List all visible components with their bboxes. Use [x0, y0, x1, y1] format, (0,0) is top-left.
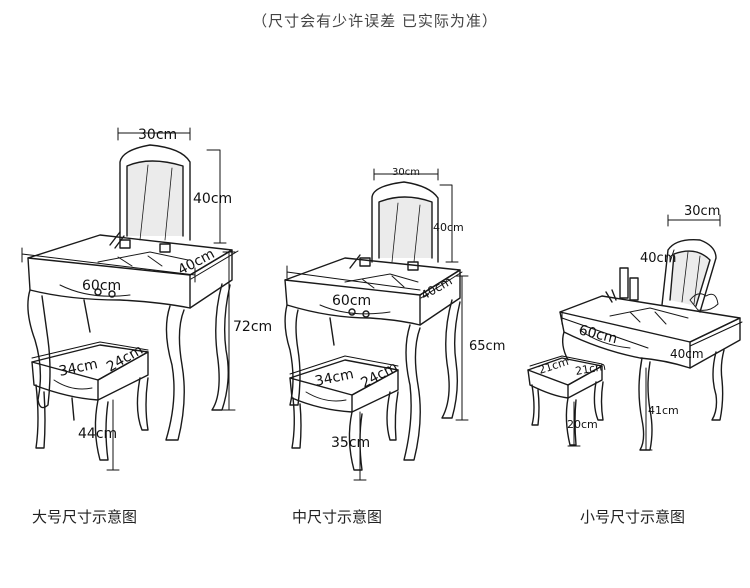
large-stool-width-label: 34cm	[58, 356, 100, 380]
small-table-width-label: 60cm	[577, 322, 619, 347]
medium-caption: 中尺寸示意图	[292, 508, 383, 526]
large-table-width-label: 60cm	[82, 278, 121, 294]
medium-mirror-width-label: 30cm	[392, 167, 420, 178]
large-mirror-height-label: 40cm	[193, 191, 232, 207]
medium-table-width-label: 60cm	[332, 293, 371, 309]
medium-mirror-height-label: 40cm	[433, 221, 464, 234]
medium-table-depth-label: 40cm	[419, 274, 455, 303]
small-table-depth-label: 40cm	[670, 347, 704, 361]
medium-vanity-drawing	[284, 181, 461, 471]
small-mirror-width-label: 30cm	[684, 204, 720, 219]
large-caption: 大号尺寸示意图	[32, 508, 138, 526]
small-table-height-label: 41cm	[648, 404, 679, 417]
medium-stool-height-label: 35cm	[331, 435, 370, 451]
small-stool-width-label: 21cm	[537, 355, 570, 377]
large-table-depth-label: 40cm	[175, 246, 217, 279]
tolerance-note: （尺寸会有少许误差 已实际为准）	[252, 12, 498, 30]
large-table-height-label: 72cm	[233, 319, 272, 335]
large-stool-height-label: 44cm	[78, 426, 117, 442]
large-vanity-drawing	[27, 144, 233, 461]
medium-table-height-label: 65cm	[469, 339, 505, 354]
large-mirror-width-label: 30cm	[138, 127, 177, 143]
small-vanity-drawing	[527, 239, 741, 451]
small-mirror-height-label: 40cm	[640, 251, 676, 266]
small-stool-height-label: 20cm	[567, 418, 598, 431]
small-caption: 小号尺寸示意图	[580, 508, 686, 526]
medium-stool-width-label: 34cm	[314, 366, 356, 390]
small-stool-depth-label: 21cm	[574, 360, 607, 378]
